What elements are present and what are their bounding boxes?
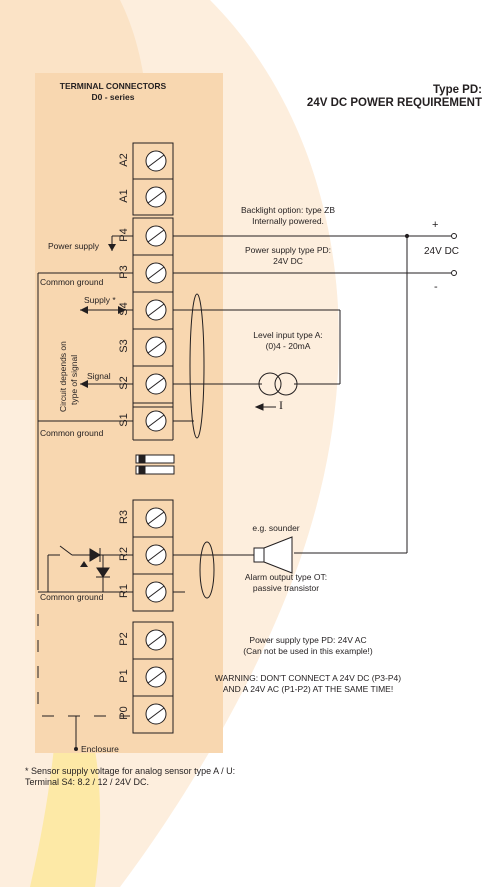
screw-s3 [145, 336, 167, 358]
footnote: * Sensor supply voltage for analog senso… [25, 766, 235, 787]
type-heading: Type PD: [433, 84, 482, 96]
ps-pd-note: Power supply type PD: [245, 245, 331, 255]
warning-note: WARNING: DON'T CONNECT A 24V DC (P3-P4) [214, 673, 402, 683]
alarm-output-note-2: passive transistor [252, 583, 320, 593]
enclosure-label: Enclosure [81, 744, 119, 754]
label-s2: S2 [118, 376, 130, 390]
alarm-output-note: Alarm output type OT: [244, 572, 328, 582]
screw-a2 [145, 150, 167, 172]
label-a1: A1 [118, 189, 130, 203]
common-ground-label-2: Common ground [40, 428, 104, 438]
cable-shield-relay [199, 541, 215, 599]
terminal-block-main [132, 217, 174, 408]
screw-s2 [145, 373, 167, 395]
screw-p2 [145, 629, 167, 651]
minus-sign: - [434, 281, 438, 293]
plus-sign: + [432, 219, 439, 231]
supply-label: Supply * [84, 295, 116, 305]
ac-supply-note-2: (Can not be used in this example!) [243, 646, 373, 656]
power-supply-label: Power supply [48, 241, 100, 251]
label-p4: P4 [118, 228, 130, 242]
common-ground-label-3: Common ground [40, 592, 104, 602]
label-s3: S3 [118, 339, 130, 353]
terminal-block-power-ac [132, 621, 174, 734]
label-r1: R1 [118, 583, 130, 599]
enclosure-point [74, 747, 78, 751]
label-s4: S4 [118, 302, 130, 316]
screw-a1 [145, 186, 167, 208]
ps-pd-note-2: 24V DC [273, 256, 303, 266]
label-r2: R2 [118, 546, 130, 562]
jumper-symbol [135, 454, 175, 475]
label-p0: P0 [118, 706, 130, 720]
backlight-note: Backlight option: type ZB [240, 205, 336, 215]
screw-s4 [145, 299, 167, 321]
backlight-note-2: Internally powered. [252, 216, 324, 226]
type-subheading: 24V DC POWER REQUIREMENT [306, 97, 482, 109]
level-input-note: Level input type A: [253, 330, 323, 340]
common-ground-label-1: Common ground [40, 277, 104, 287]
current-symbol: I [279, 398, 283, 412]
panel-subtitle: D0 - series [91, 92, 135, 102]
label-p2: P2 [118, 632, 130, 646]
circuit-note: Circuit depends on [58, 341, 68, 412]
ac-supply-note: Power supply type PD: 24V AC [249, 635, 367, 645]
footnote-line-2: Terminal S4: 8.2 / 12 / 24V DC. [25, 776, 150, 787]
screw-p0 [145, 703, 167, 725]
panel-title: TERMINAL CONNECTORS [59, 81, 167, 91]
screw-s1 [145, 410, 167, 432]
circuit-note-2: type of signal [69, 354, 79, 405]
current-source-symbol [254, 372, 298, 411]
footnote-line-1: * Sensor supply voltage for analog senso… [25, 766, 236, 776]
cable-shield-signal [189, 293, 205, 439]
screw-r3 [145, 507, 167, 529]
signal-label: Signal [87, 371, 111, 381]
sounder-note: e.g. sounder [252, 523, 300, 533]
label-s1: S1 [118, 413, 130, 427]
sounder-symbol [253, 536, 293, 574]
relay-diodes [89, 548, 110, 578]
screw-p3 [145, 262, 167, 284]
level-input-note-2: (0)4 - 20mA [265, 341, 311, 351]
label-r3: R3 [118, 509, 130, 525]
screw-p1 [145, 666, 167, 688]
screw-r1 [145, 581, 167, 603]
voltage-label: 24V DC [424, 246, 460, 257]
label-p1: P1 [118, 669, 130, 683]
screw-p4 [145, 225, 167, 247]
label-p3: P3 [118, 265, 130, 279]
label-a2: A2 [118, 153, 130, 167]
warning-note-2: AND A 24V AC (P1-P2) AT THE SAME TIME! [222, 684, 394, 694]
screw-r2 [145, 544, 167, 566]
